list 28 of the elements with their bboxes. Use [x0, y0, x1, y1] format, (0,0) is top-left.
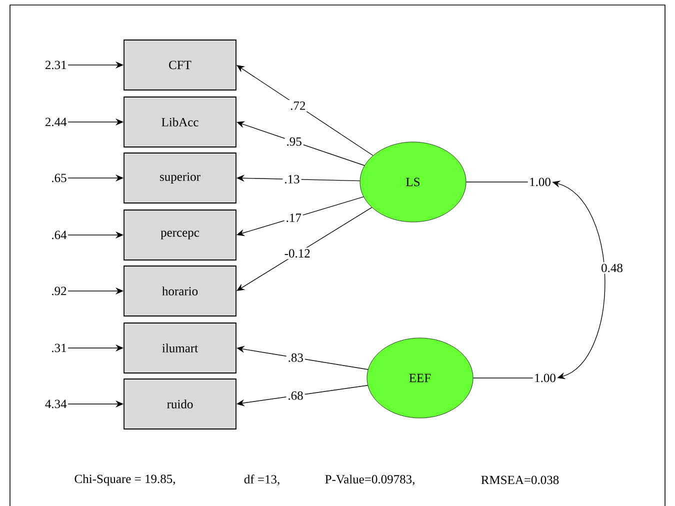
edge-label: 0.48 — [600, 262, 624, 274]
fit-statistic: Chi-Square = 19.85, — [74, 474, 175, 486]
error-value: .92 — [52, 286, 66, 296]
error-value: .65 — [52, 174, 66, 182]
edge-label: .95 — [287, 137, 302, 146]
variance-value: 1.00 — [530, 178, 550, 186]
variable-box: CFT — [124, 40, 236, 90]
fit-statistic: RMSEA=0.038 — [481, 476, 559, 484]
fit-statistic: df =13, — [244, 474, 280, 486]
variable-box: superior — [124, 152, 236, 204]
variable-box: ruido — [124, 378, 236, 430]
fit-statistic: P-Value=0.09783, — [325, 474, 414, 486]
edge-label: .83 — [288, 353, 303, 362]
variable-box: LibAcc — [124, 96, 236, 148]
edge-label: .72 — [290, 101, 306, 110]
edge-label: -0.12 — [284, 249, 310, 258]
error-value: .64 — [52, 230, 67, 240]
error-value: .31 — [52, 344, 66, 352]
error-value: 2.31 — [45, 60, 66, 70]
variable-box: horario — [124, 266, 236, 316]
edge-label: .68 — [288, 391, 303, 400]
edge-label: .17 — [286, 214, 302, 222]
error-value: 2.44 — [45, 118, 67, 126]
variable-box: percepc — [124, 210, 236, 260]
edge-label: .13 — [285, 175, 300, 184]
variance-value: 1.00 — [535, 374, 556, 382]
variable-box: ilumart — [124, 322, 236, 374]
error-value: 4.34 — [45, 400, 67, 408]
